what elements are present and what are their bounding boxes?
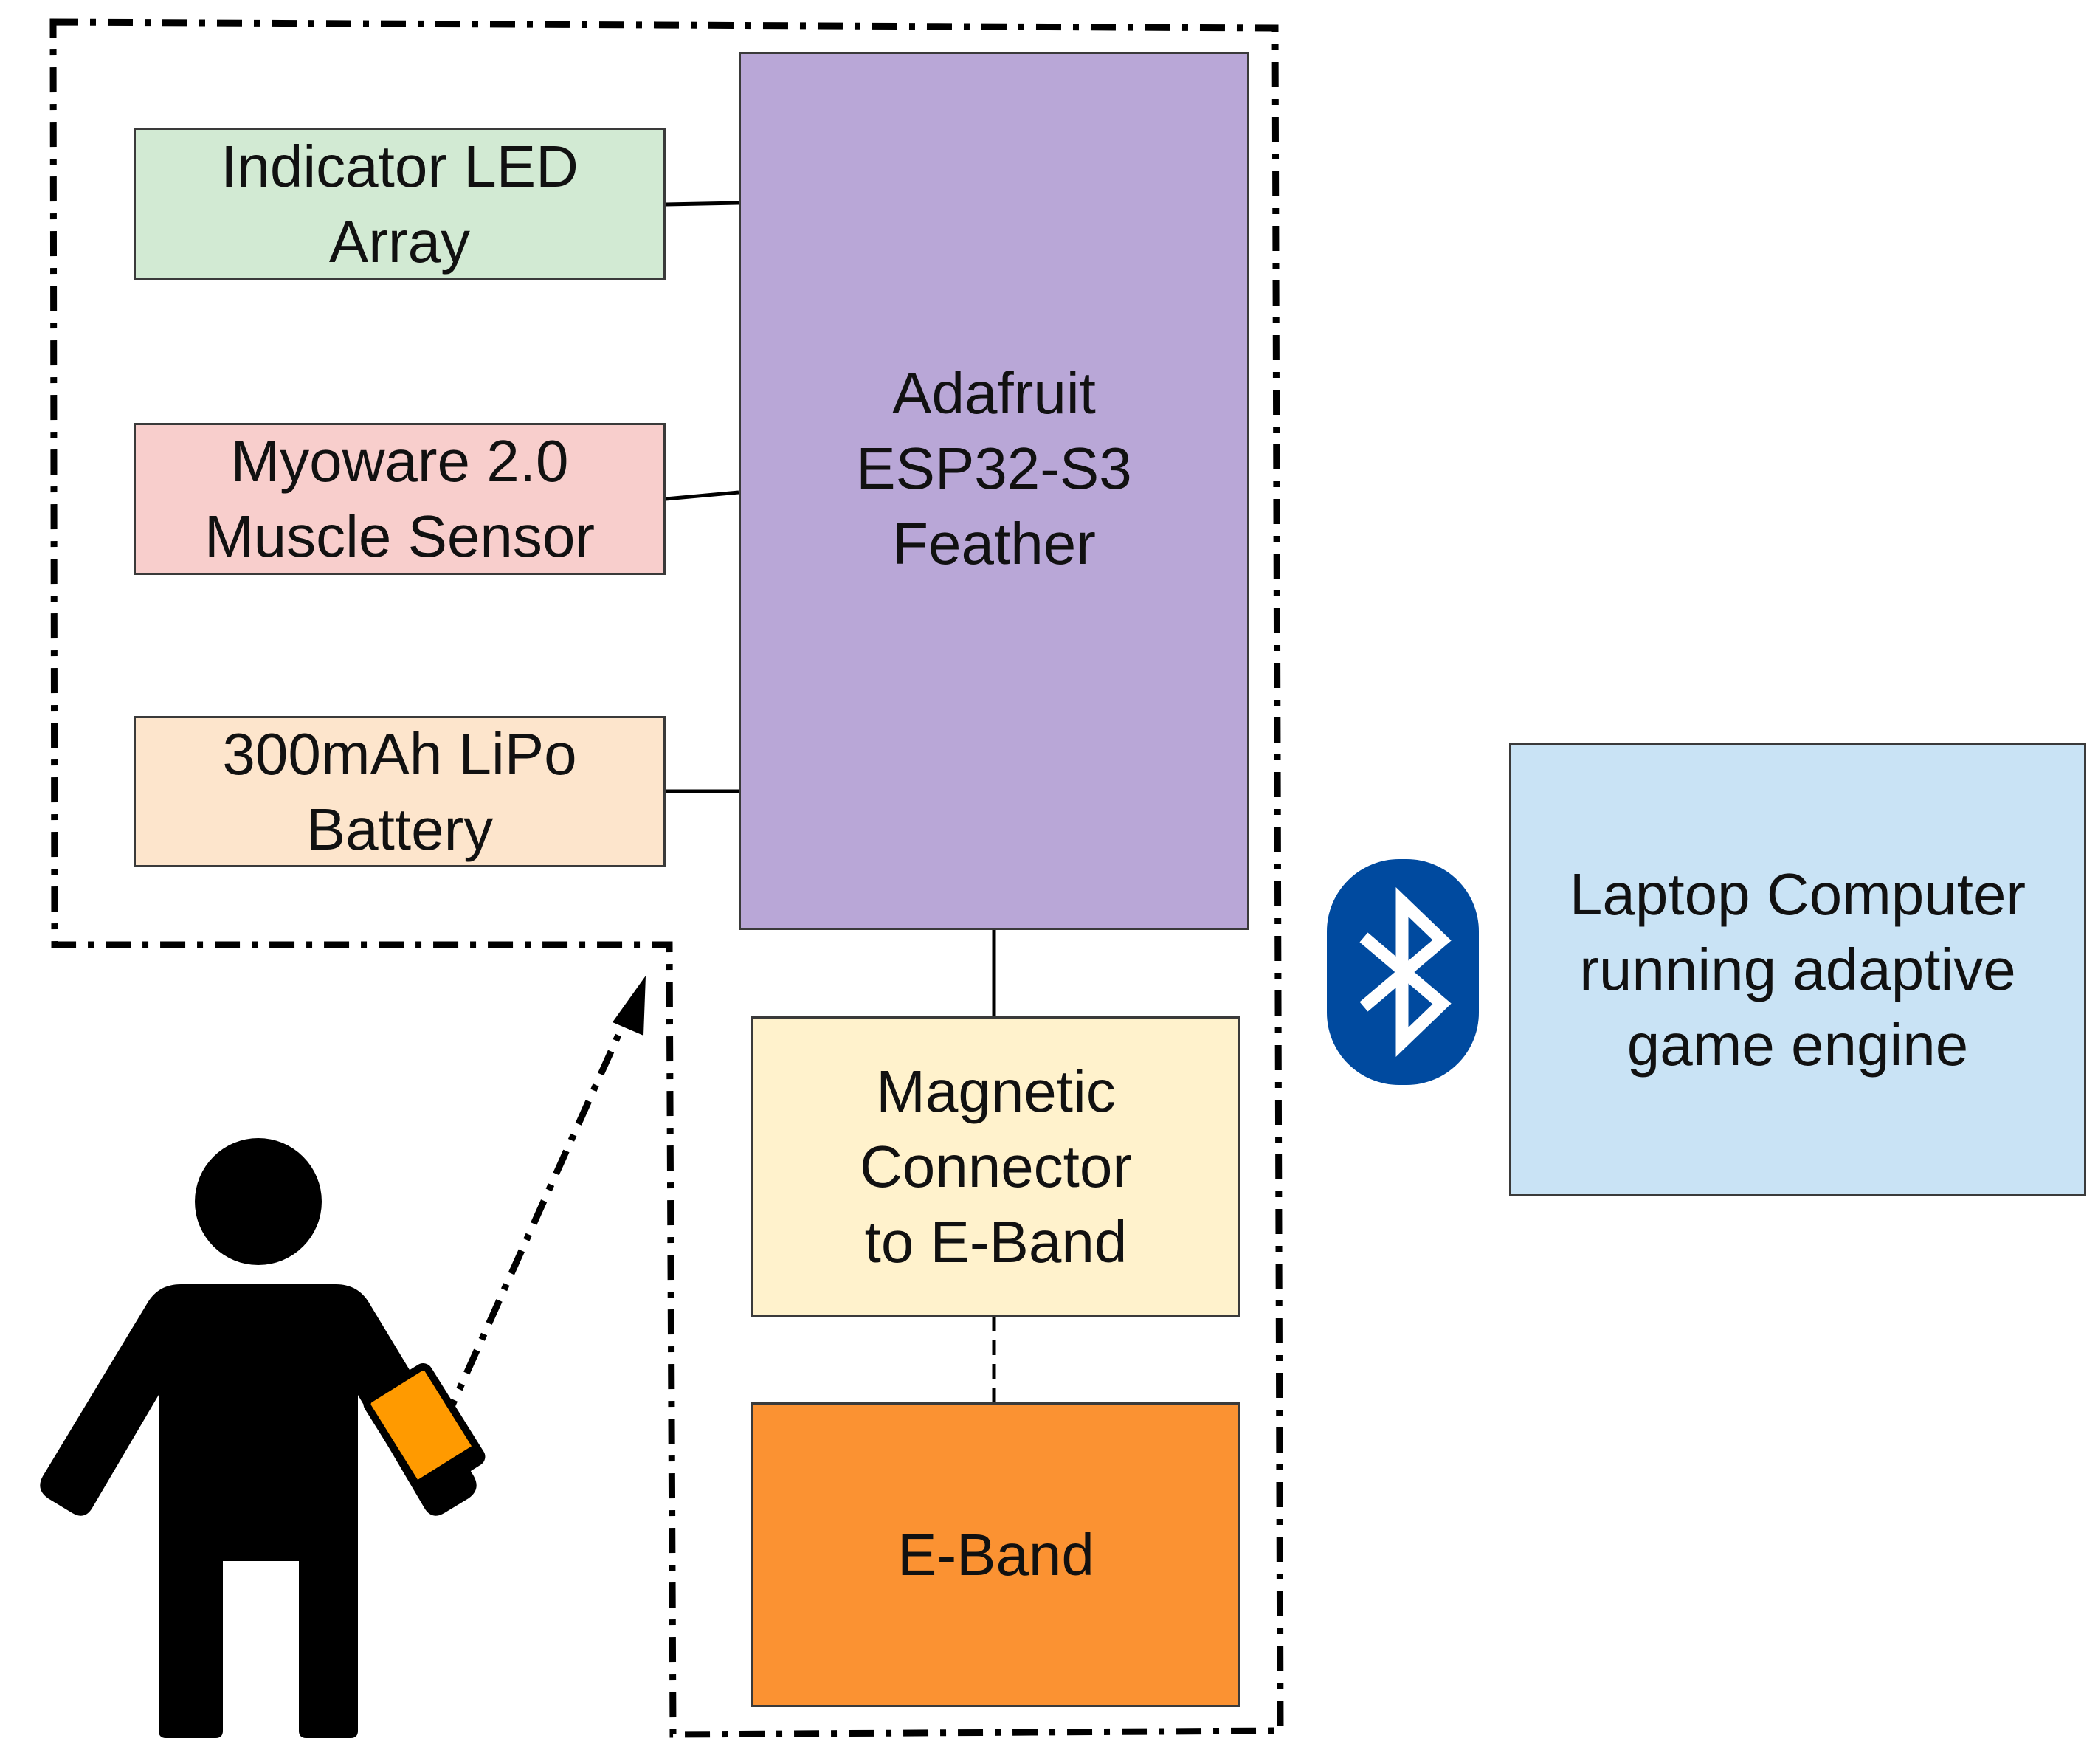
magnetic-connector-block: Magnetic Connector to E-Band <box>751 1016 1240 1317</box>
indicator-led-array-block: Indicator LED Array <box>134 128 666 280</box>
esp32-feather-block: Adafruit ESP32-S3 Feather <box>739 52 1249 930</box>
link-led-esp32 <box>665 201 739 207</box>
person-wearing-armband-icon <box>40 1138 486 1738</box>
lipo-battery-block: 300mAh LiPo Battery <box>134 716 666 867</box>
indicator-led-array-label: Indicator LED Array <box>221 133 579 275</box>
arrowhead <box>613 976 646 1036</box>
link-myoware-esp32 <box>665 490 739 501</box>
magnetic-connector-label: Magnetic Connector to E-Band <box>859 1058 1133 1275</box>
eband-label: E-Band <box>897 1521 1094 1588</box>
eband-block: E-Band <box>751 1402 1240 1707</box>
myoware-sensor-block: Myoware 2.0 Muscle Sensor <box>134 423 666 575</box>
arrow-armband-to-enclosure <box>441 1017 629 1424</box>
laptop-computer-block: Laptop Computer running adaptive game en… <box>1509 743 2086 1196</box>
esp32-feather-label: Adafruit ESP32-S3 Feather <box>856 360 1132 576</box>
myoware-sensor-label: Myoware 2.0 Muscle Sensor <box>204 428 596 569</box>
bluetooth-icon <box>1327 859 1479 1085</box>
lipo-battery-label: 300mAh LiPo Battery <box>222 720 577 862</box>
laptop-computer-label: Laptop Computer running adaptive game en… <box>1569 861 2026 1078</box>
enclosure-outline <box>49 18 1284 1738</box>
